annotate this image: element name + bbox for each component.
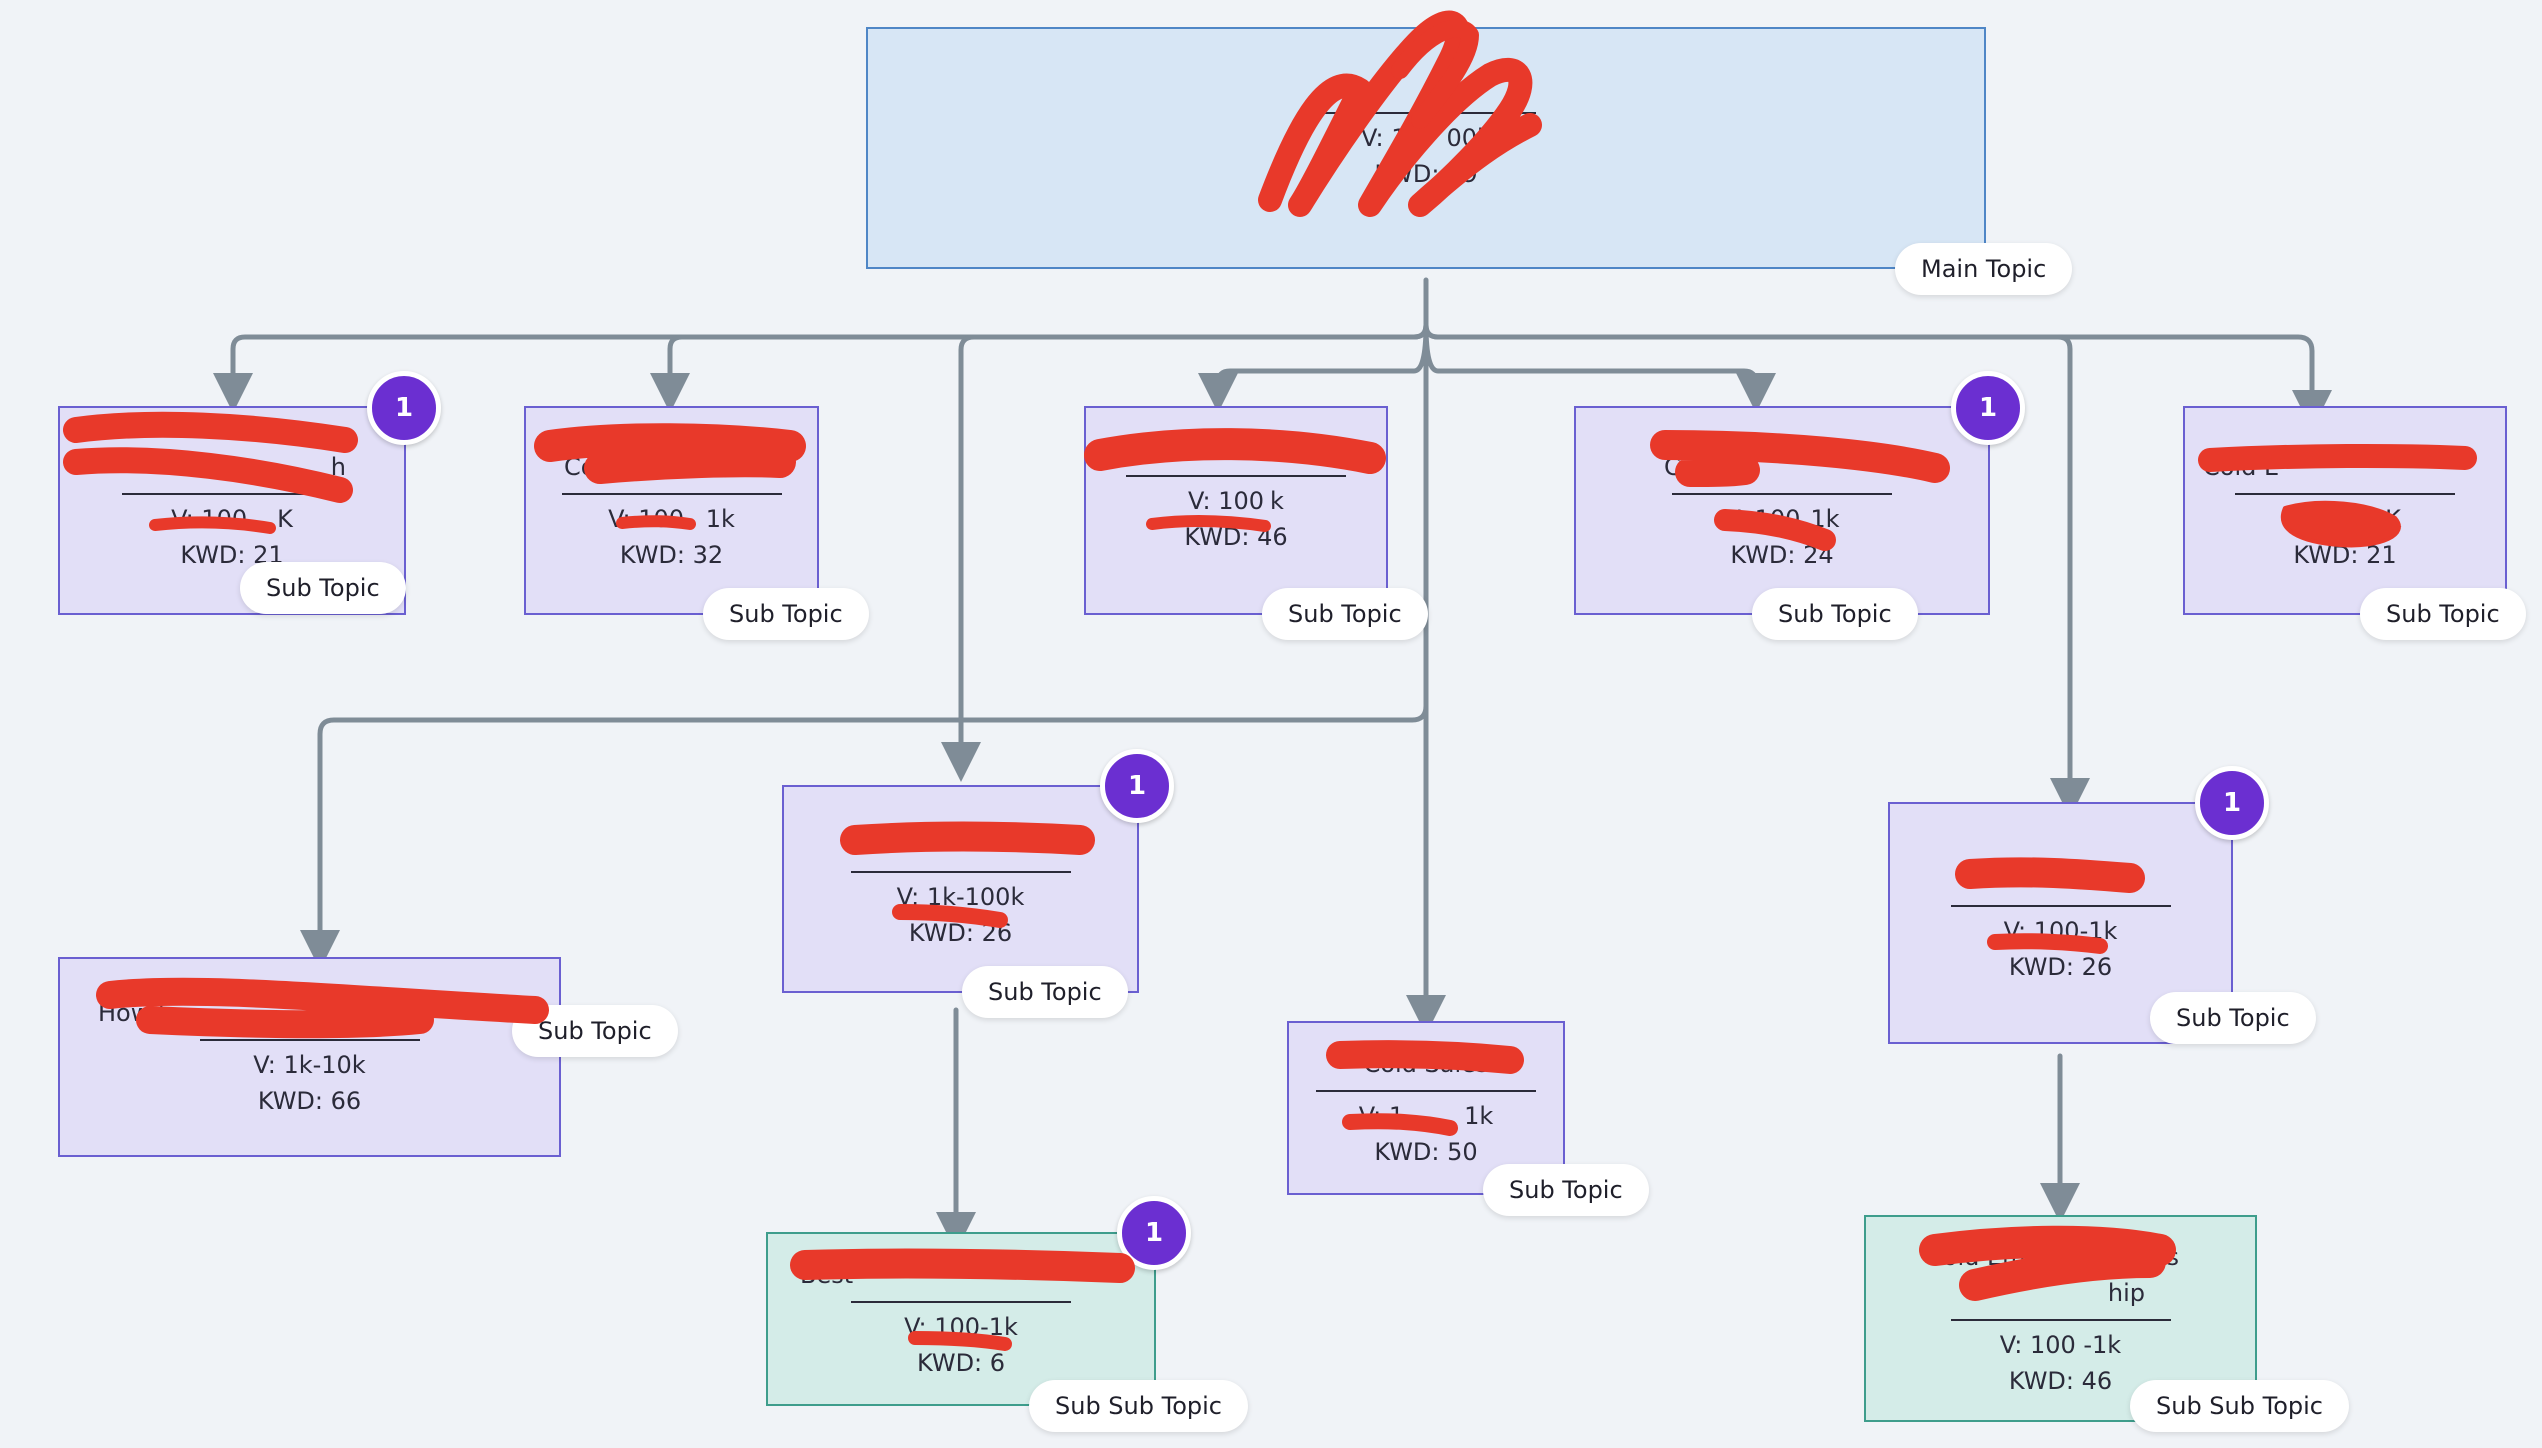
tag-sub-topic: Sub Topic — [512, 1005, 678, 1057]
tag-main-topic: Main Topic — [1895, 243, 2073, 295]
node-sub-topic-2[interactable]: Co V: 100 1k KWD: 32 — [524, 406, 819, 615]
edge-main-to-sub6 — [300, 327, 1429, 970]
node-separator — [1950, 1318, 2171, 1321]
node-title: Cold Sales — [1363, 1050, 1489, 1078]
node-volume: V: 100-1k — [904, 1313, 1018, 1341]
comment-count-badge[interactable]: 1 — [1951, 371, 2025, 445]
node-volume: V: 100 1k — [608, 504, 735, 533]
node-keyword-count: KWD: 46 — [2008, 1366, 2113, 1395]
comment-count-badge[interactable]: 1 — [367, 371, 441, 445]
tag-sub-topic: Sub Topic — [1752, 588, 1918, 640]
node-keyword-count: KWD: 32 — [619, 540, 724, 569]
node-keyword-count: KWD: 24 — [1730, 540, 1834, 569]
tag-sub-topic: Sub Topic — [2360, 588, 2526, 640]
node-volume: V: 100-1k — [2003, 917, 2118, 945]
node-title: Cold E — [2203, 452, 2280, 481]
node-sub-topic-6[interactable]: How t V: 1k-10k KWD: 66 — [58, 957, 561, 1157]
node-separator — [122, 492, 342, 495]
node-sub-topic-7[interactable]: C V: 1k-100k KWD: 26 — [782, 785, 1139, 993]
node-separator — [1950, 905, 2171, 907]
node-separator — [199, 1039, 420, 1041]
comment-count-badge[interactable]: 1 — [2195, 766, 2269, 840]
node-keyword-count: KWD: 26 — [908, 919, 1013, 947]
node-keyword-count: KWD: 46 — [1184, 522, 1288, 551]
node-separator — [1316, 1090, 1536, 1092]
node-volume: V: 1k-10k — [253, 1051, 366, 1079]
node-title: C — [1664, 452, 1681, 481]
node-keyword-count: KWD: 49 — [1374, 160, 1478, 188]
tag-sub-sub-topic: Sub Sub Topic — [2130, 1380, 2349, 1432]
node-separator — [1316, 112, 1536, 114]
tag-sub-topic: Sub Topic — [2150, 992, 2316, 1044]
node-separator — [1126, 474, 1346, 477]
tag-sub-topic: Sub Topic — [240, 562, 406, 614]
node-separator — [1672, 492, 1892, 495]
tag-sub-topic: Sub Topic — [1262, 588, 1428, 640]
node-separator — [2235, 492, 2455, 495]
node-keyword-count: KWD: 6 — [916, 1349, 1006, 1377]
node-title: h — [330, 452, 346, 481]
tag-sub-topic: Sub Topic — [962, 966, 1128, 1018]
node-title: C — [842, 831, 859, 859]
node-keyword-count: KWD: 26 — [2008, 953, 2113, 981]
node-title-line2: hip — [2107, 1278, 2145, 1307]
node-title: l — [2136, 865, 2143, 893]
node-separator — [850, 871, 1071, 873]
comment-count-badge[interactable]: 1 — [1100, 749, 1174, 823]
node-volume: V: 100 -1k — [1999, 1330, 2122, 1359]
tag-sub-sub-topic: Sub Sub Topic — [1029, 1380, 1248, 1432]
node-volume: V: 1k-100k — [896, 883, 1025, 911]
node-title: How t — [98, 999, 168, 1027]
node-separator — [561, 492, 782, 495]
node-keyword-count: KWD: 66 — [257, 1087, 362, 1115]
node-keyword-count: KWD: 21 — [2293, 540, 2397, 569]
tag-sub-topic: Sub Topic — [703, 588, 869, 640]
tag-sub-topic: Sub Topic — [1483, 1164, 1649, 1216]
comment-count-badge[interactable]: 1 — [1117, 1196, 1191, 1270]
node-separator — [851, 1301, 1071, 1303]
node-keyword-count: KWD: 50 — [1374, 1138, 1478, 1166]
node-title: Co — [564, 452, 596, 481]
node-title: Best — [800, 1261, 854, 1289]
